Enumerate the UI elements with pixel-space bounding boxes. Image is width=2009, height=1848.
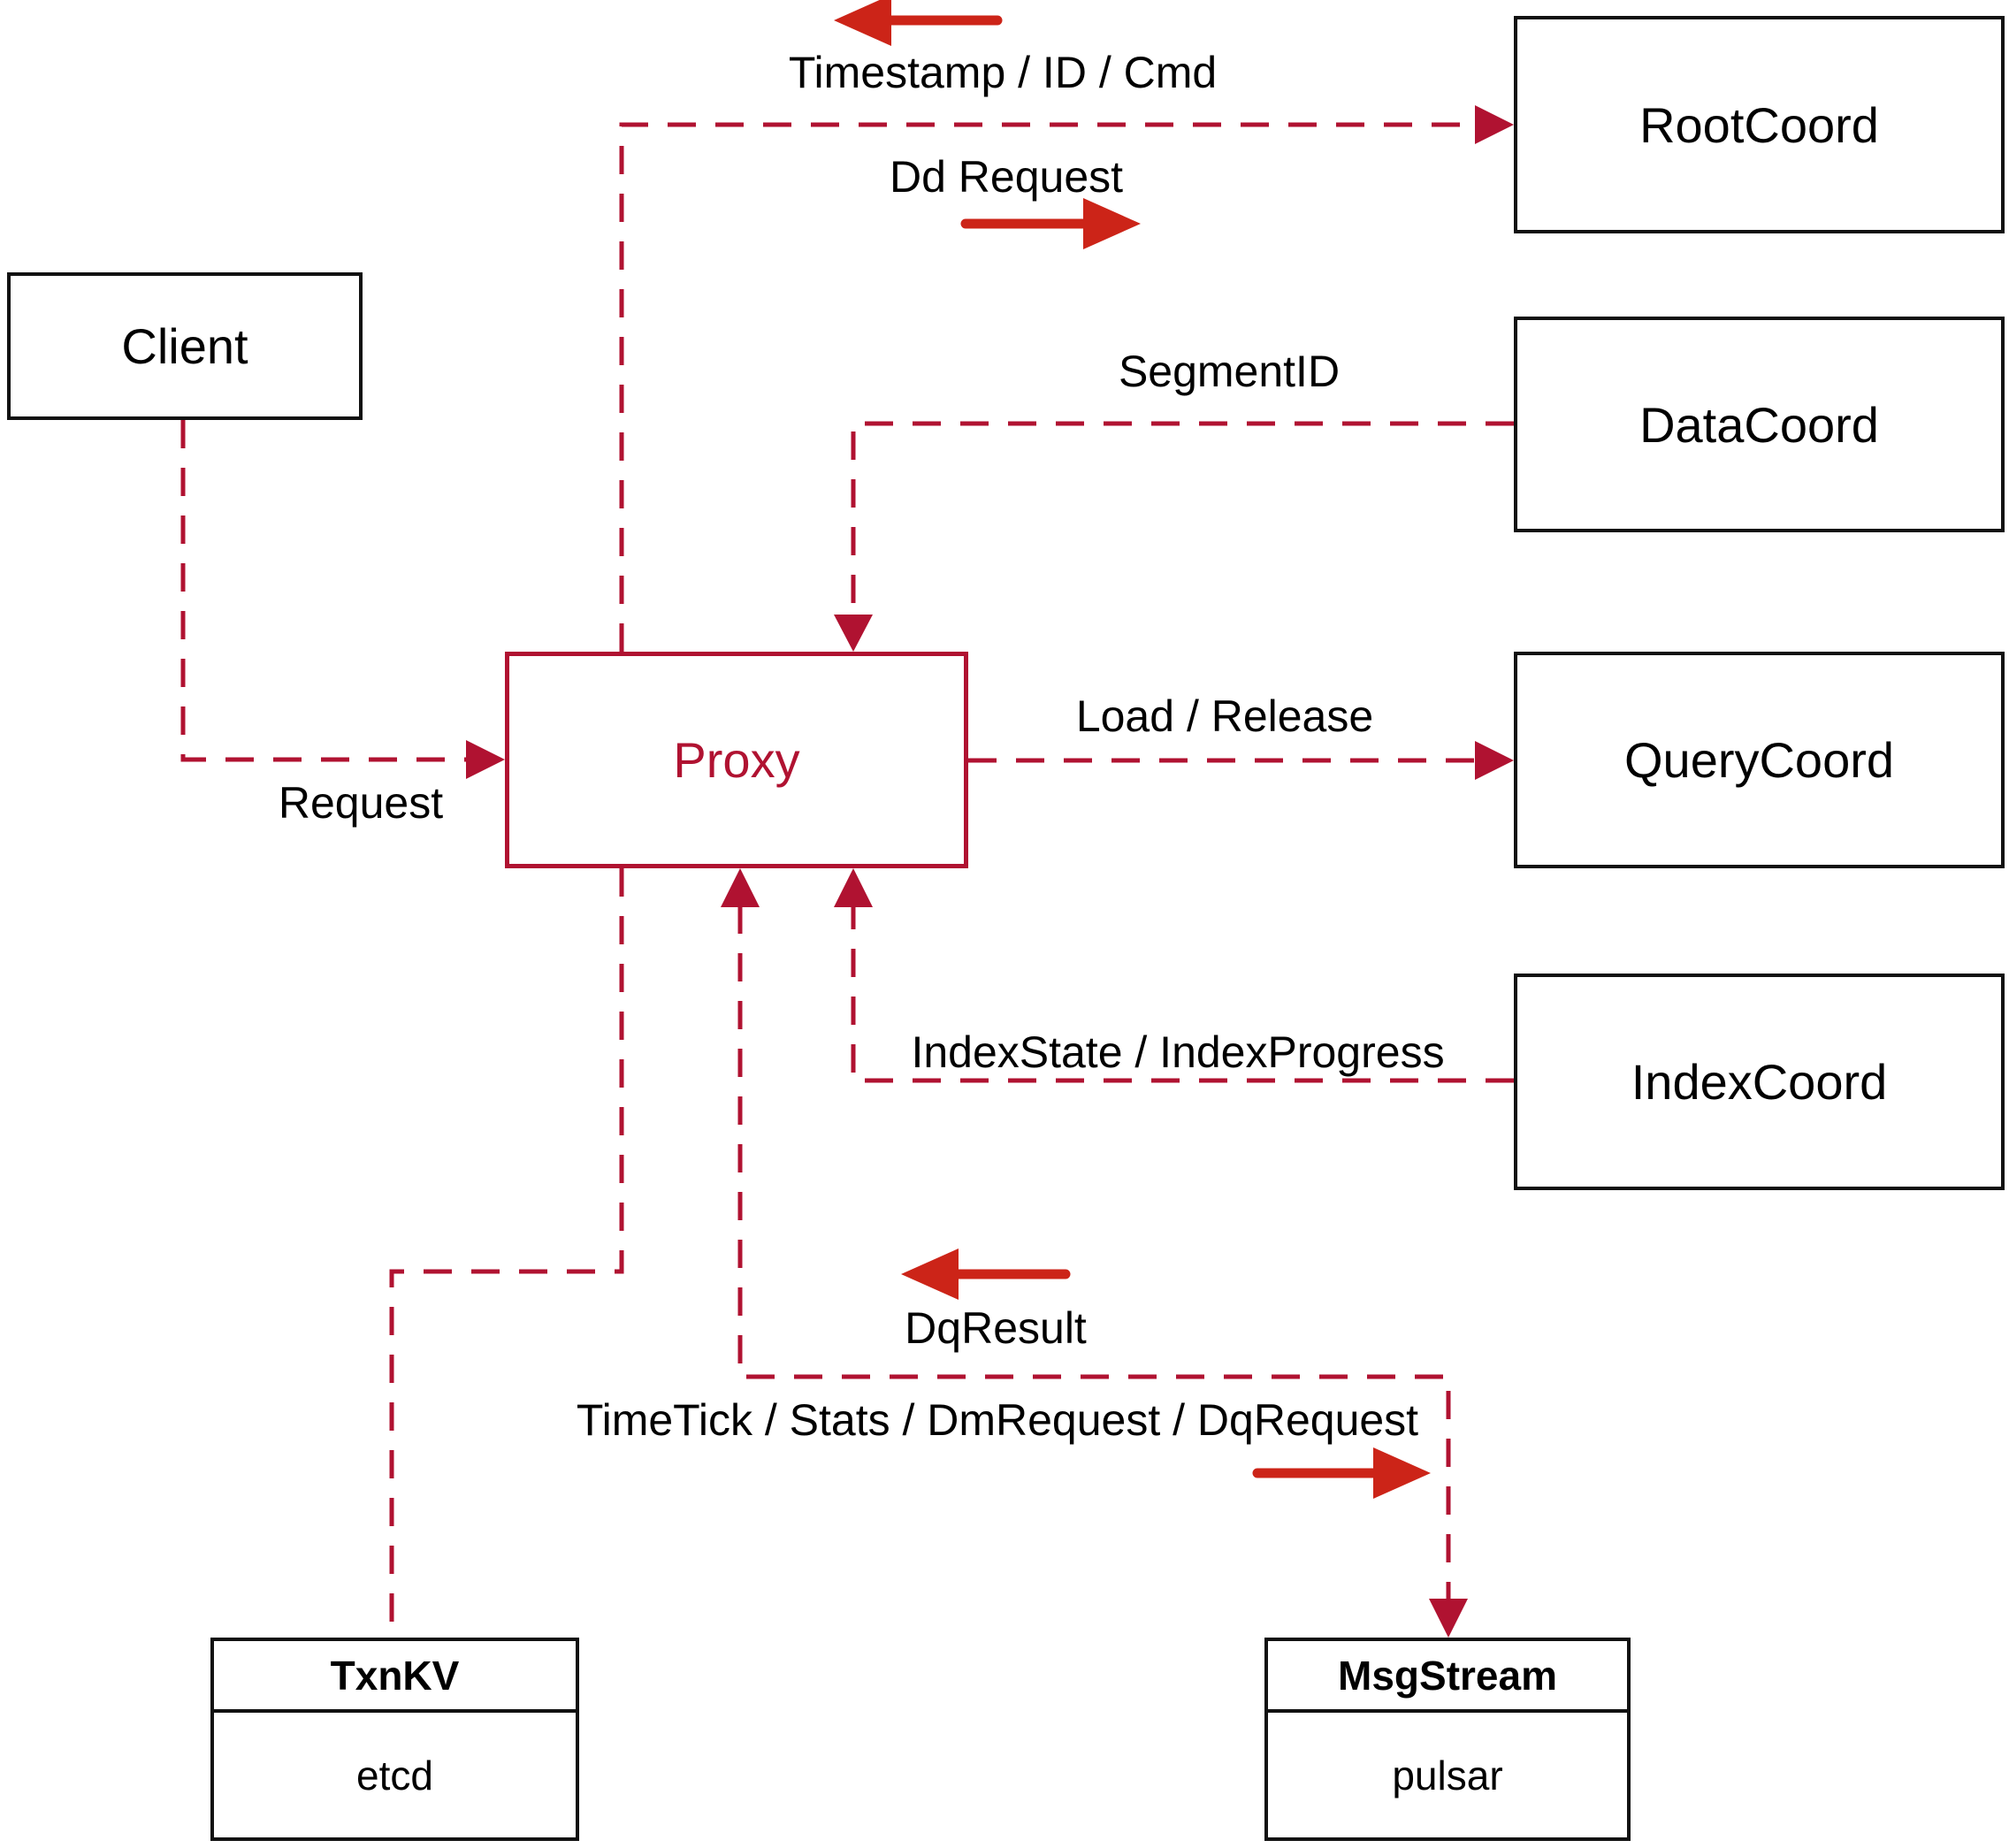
arrowhead-into-querycoord-icon (1475, 741, 1514, 780)
edge-client-proxy (180, 420, 470, 762)
node-querycoord-label: QueryCoord (1623, 732, 1895, 788)
node-indexcoord: IndexCoord (1514, 974, 2005, 1190)
arrowhead-into-proxy-top-icon (834, 615, 873, 652)
node-client-label: Client (121, 318, 248, 374)
node-client: Client (7, 272, 363, 420)
arrowhead-into-proxy-left-icon (466, 740, 505, 779)
edge-label-dq-result: DqResult (905, 1303, 1087, 1353)
left-direction-arrow-timestamp-icon (834, 0, 1003, 46)
node-msgstream-impl: pulsar (1392, 1752, 1503, 1798)
edge-label-request: Request (278, 778, 444, 828)
edge-label-index-state: IndexState / IndexProgress (911, 1027, 1445, 1077)
right-direction-arrow-dd-request-icon (960, 198, 1141, 249)
edge-proxy-msgstream (737, 905, 1451, 1600)
edge-label-segment-id: SegmentID (1118, 347, 1341, 396)
edge-indexcoord-proxy (851, 905, 1514, 1083)
node-msgstream-title: MsgStream (1268, 1641, 1627, 1713)
node-proxy: Proxy (505, 652, 968, 868)
arrowhead-into-proxy-bottom-left-icon (721, 868, 760, 907)
edge-datacoord-proxy (851, 421, 1514, 618)
edge-label-dd-request: Dd Request (889, 152, 1124, 202)
node-txnkv: TxnKV etcd (210, 1638, 579, 1841)
left-direction-arrow-dqresult-icon (901, 1249, 1071, 1300)
arrowhead-into-msgstream-icon (1429, 1599, 1468, 1638)
node-msgstream: MsgStream pulsar (1264, 1638, 1631, 1841)
node-indexcoord-label: IndexCoord (1631, 1054, 1888, 1110)
edge-proxy-txnkv (389, 868, 624, 1636)
node-datacoord-label: DataCoord (1639, 396, 1879, 453)
edge-proxy-rootcoord (619, 122, 1478, 652)
node-proxy-label: Proxy (673, 732, 800, 788)
edge-label-time-tick: TimeTick / Stats / DmRequest / DqRequest (576, 1395, 1419, 1445)
node-rootcoord: RootCoord (1514, 16, 2005, 233)
edge-label-timestamp-id-cmd: Timestamp / ID / Cmd (788, 48, 1218, 97)
right-direction-arrow-timetick-icon (1252, 1447, 1431, 1499)
node-datacoord: DataCoord (1514, 317, 2005, 532)
node-txnkv-impl: etcd (356, 1752, 433, 1798)
edge-label-load-release: Load / Release (1075, 691, 1374, 741)
node-txnkv-title: TxnKV (214, 1641, 576, 1713)
node-rootcoord-label: RootCoord (1639, 96, 1879, 153)
arrowhead-into-proxy-bottom-right-icon (834, 868, 873, 907)
node-querycoord: QueryCoord (1514, 652, 2005, 868)
arrowhead-into-rootcoord-icon (1475, 105, 1514, 144)
